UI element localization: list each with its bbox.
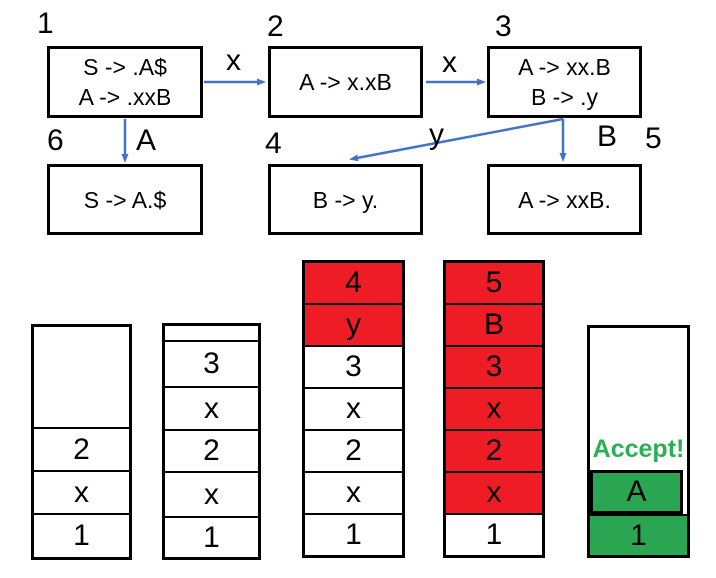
state-2-number: 2 (267, 10, 284, 43)
stack-cell-highlight: 5 (446, 263, 542, 303)
edge-1-6-label: A (136, 124, 157, 157)
state-5-number: 5 (645, 122, 662, 155)
edge-3-4-label: y (429, 118, 444, 151)
parse-stack-2: 3 x 2 x 1 (162, 323, 261, 560)
state-3-box: A -> xx.B B -> .y (487, 46, 642, 118)
stack-cell: 3 (165, 340, 258, 386)
stack-cell: 1 (34, 513, 129, 557)
stack-cell: x (305, 387, 402, 429)
stack-cell-accept: 1 (590, 514, 687, 555)
parse-stack-5: Accept! A 1 (587, 325, 690, 558)
state-2-box: A -> x.xB (268, 46, 423, 118)
stack-cell-highlight: 2 (446, 429, 542, 471)
production: A -> xx.B (518, 54, 611, 80)
stack-cell: 2 (165, 429, 258, 471)
production: B -> y. (312, 186, 379, 213)
stack-cell-empty (34, 327, 129, 427)
state-6-box: S -> A.$ (47, 164, 203, 235)
edge-2-3-label: x (442, 46, 457, 79)
stack-cell: 2 (34, 427, 129, 470)
state-4-number: 4 (265, 127, 282, 160)
stack-cell: x (305, 471, 402, 513)
stack-cell-empty (165, 326, 258, 340)
state-1-box: S -> .A$ A -> .xxB (47, 46, 203, 118)
stack-cell-highlight: B (446, 303, 542, 345)
stack-cell: 2 (305, 429, 402, 471)
stack-cell: 1 (305, 513, 402, 555)
production: A -> xxB. (518, 186, 611, 213)
parse-stack-3: 4 y 3 x 2 x 1 (302, 260, 405, 558)
edge-3-5-label: B (597, 120, 618, 153)
stack-cell-highlight: y (305, 303, 402, 345)
stack-cell: x (165, 386, 258, 429)
production: A -> x.xB (299, 69, 392, 95)
stack-cell: x (34, 470, 129, 513)
state-6-number: 6 (47, 124, 64, 157)
stack-cell-highlight: x (446, 471, 542, 513)
production: S -> A.$ (83, 186, 167, 213)
accept-label: Accept! (592, 435, 685, 463)
production: A -> .xxB (78, 84, 172, 110)
state-4-box: B -> y. (268, 164, 423, 235)
stack-cell-accept: A (590, 470, 683, 514)
stack-cell-highlight: 4 (305, 263, 402, 303)
state-1-number: 1 (37, 7, 54, 40)
stack-cell: 1 (446, 513, 542, 555)
production: S -> .A$ (83, 54, 167, 80)
stack-cell-highlight: 3 (446, 345, 542, 387)
parse-stack-4: 5 B 3 x 2 x 1 (443, 260, 545, 558)
accept-area: Accept! (590, 328, 687, 470)
parse-stack-1: 2 x 1 (31, 324, 132, 560)
state-5-box: A -> xxB. (487, 164, 642, 235)
edge-1-2-label: x (226, 44, 241, 77)
state-3-number: 3 (495, 10, 512, 43)
stack-cell: 1 (165, 516, 258, 557)
stack-cell: 3 (305, 345, 402, 387)
stack-cell: x (165, 471, 258, 516)
stack-cell-highlight: x (446, 387, 542, 429)
edge-3-4-arrow (349, 117, 564, 162)
production: B -> .y (530, 84, 599, 110)
